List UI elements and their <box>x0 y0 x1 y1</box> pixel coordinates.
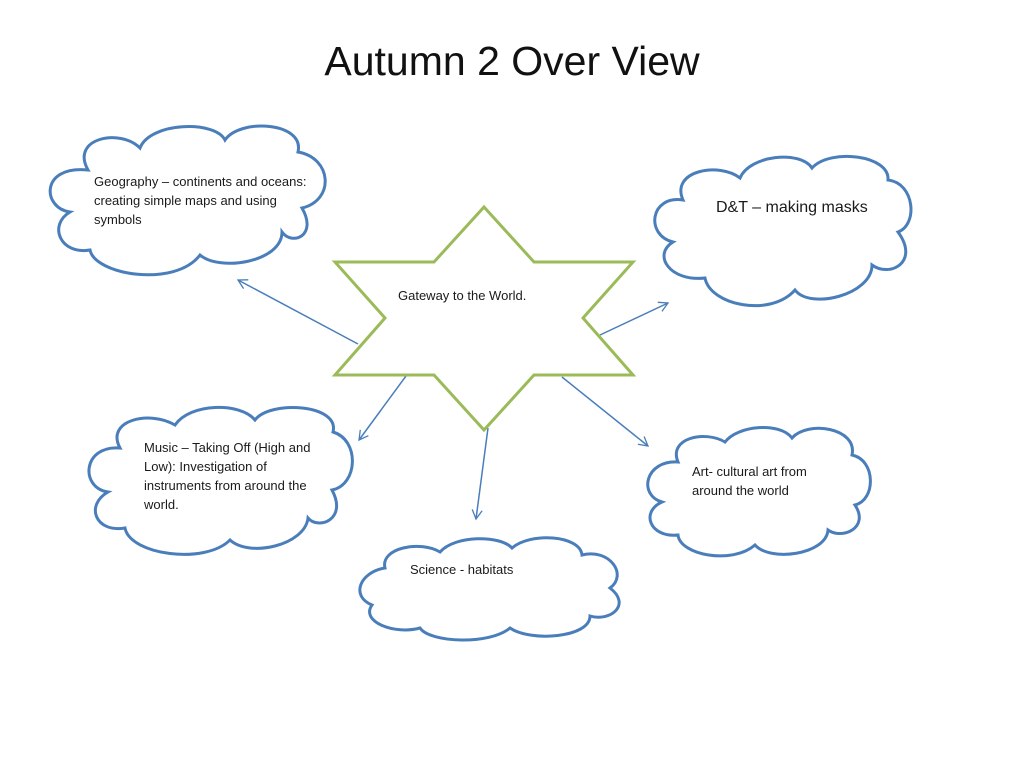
slide-title: Autumn 2 Over View <box>324 38 700 84</box>
topic-label-geography: Geography – continents and oceans: creat… <box>94 174 307 227</box>
arrow-to-geography <box>236 279 359 345</box>
topic-label-science: Science - habitats <box>410 562 514 577</box>
center-label: Gateway to the World. <box>398 288 527 303</box>
cloud-art <box>646 426 872 558</box>
arrow-to-science <box>471 427 489 521</box>
cloud-science <box>358 536 621 642</box>
arrow-to-dt <box>599 301 670 336</box>
arrow-to-music <box>358 375 407 442</box>
arrow-to-art <box>561 376 650 447</box>
topic-label-dt: D&T – making masks <box>716 199 868 216</box>
cloud-geography <box>48 124 327 277</box>
center-star <box>331 204 637 433</box>
topic-label-music: Music – Taking Off (High and Low): Inves… <box>144 440 311 512</box>
cloud-dt <box>653 154 913 308</box>
cloud-music <box>87 405 354 556</box>
topic-label-art: Art- cultural art from around the world <box>692 464 807 498</box>
